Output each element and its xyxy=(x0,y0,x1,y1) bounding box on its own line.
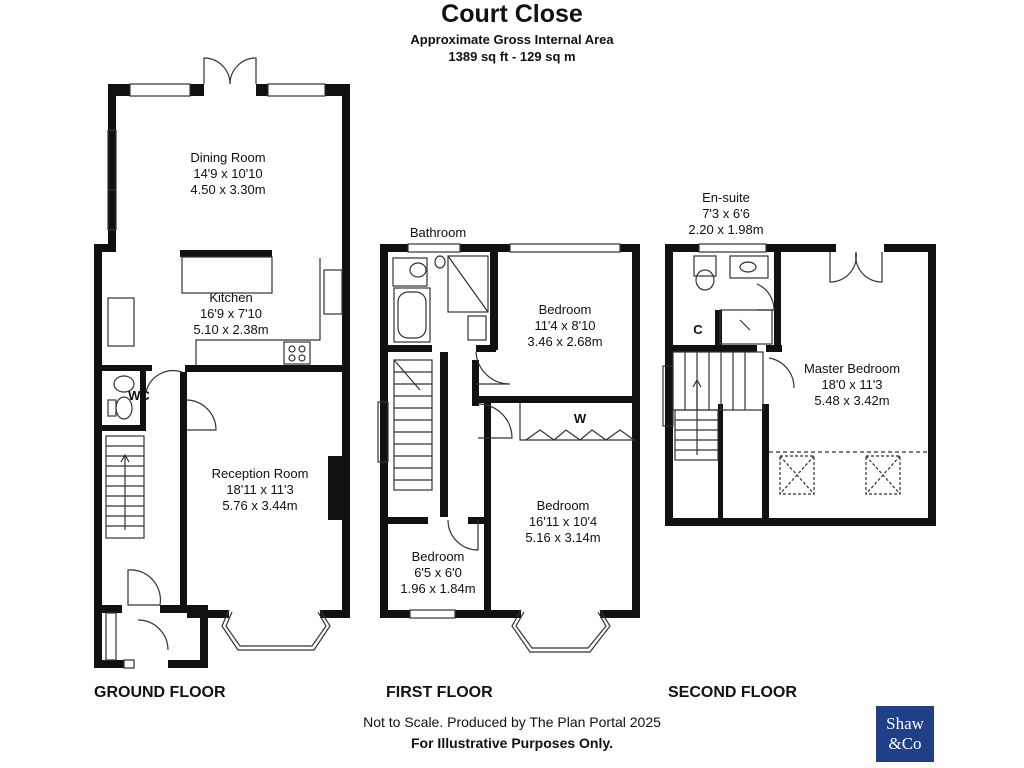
second-floor-plan xyxy=(665,244,936,526)
room-dining: Dining Room 14'9 x 10'10 4.50 x 3.30m xyxy=(168,150,288,198)
room-name: En-suite xyxy=(702,190,750,205)
room-name: Kitchen xyxy=(209,290,253,305)
footer-disclaimer: Not to Scale. Produced by The Plan Porta… xyxy=(363,714,661,730)
plan-title: Court Close xyxy=(441,0,583,28)
room-name: C xyxy=(693,322,703,337)
room-size-imperial: 16'11 x 10'4 xyxy=(528,514,598,529)
room-bedroom-1: Bedroom 11'4 x 8'10 3.46 x 2.68m xyxy=(510,302,620,350)
room-size-metric: 5.76 x 3.44m xyxy=(222,498,298,513)
room-name: Bedroom xyxy=(411,549,465,564)
floor-label-first: FIRST FLOOR xyxy=(386,684,493,701)
room-cupboard: C xyxy=(688,322,708,338)
room-size-metric: 5.48 x 3.42m xyxy=(814,393,890,408)
room-size-metric: 1.96 x 1.84m xyxy=(400,581,476,596)
ground-floor-plan xyxy=(94,84,350,668)
room-size-metric: 5.16 x 3.14m xyxy=(525,530,601,545)
room-size-imperial: 16'9 x 7'10 xyxy=(199,306,263,321)
room-wardrobe: W xyxy=(570,411,590,427)
room-bedroom-2: Bedroom 16'11 x 10'4 5.16 x 3.14m xyxy=(508,498,618,546)
room-name: WC xyxy=(128,388,150,403)
logo-line-2: &Co xyxy=(888,734,922,753)
room-name: Dining Room xyxy=(190,150,266,165)
room-name: Bedroom xyxy=(538,302,592,317)
room-name: Bedroom xyxy=(536,498,590,513)
room-size-imperial: 18'0 x 11'3 xyxy=(821,377,883,392)
footer-illustrative: For Illustrative Purposes Only. xyxy=(410,735,613,751)
room-wc: WC xyxy=(124,388,154,404)
room-size-metric: 5.10 x 2.38m xyxy=(193,322,269,337)
room-size-metric: 3.46 x 2.68m xyxy=(527,334,603,349)
room-size-metric: 4.50 x 3.30m xyxy=(190,182,266,197)
floor-label-ground: GROUND FLOOR xyxy=(94,684,226,701)
floor-label-second: SECOND FLOOR xyxy=(668,684,797,701)
room-size-imperial: 11'4 x 8'10 xyxy=(534,318,596,333)
room-master-bedroom: Master Bedroom 18'0 x 11'3 5.48 x 3.42m xyxy=(790,361,914,409)
area-label: Approximate Gross Internal Area xyxy=(410,32,614,47)
room-bedroom-3: Bedroom 6'5 x 6'0 1.96 x 1.84m xyxy=(392,549,484,597)
room-name: W xyxy=(573,411,587,426)
room-reception: Reception Room 18'11 x 11'3 5.76 x 3.44m xyxy=(200,466,320,514)
room-size-metric: 2.20 x 1.98m xyxy=(688,222,764,237)
room-name: Master Bedroom xyxy=(803,361,901,376)
first-floor-plan xyxy=(380,244,640,618)
shaw-co-logo: Shaw &Co xyxy=(876,706,934,762)
room-bathroom: Bathroom xyxy=(398,225,478,241)
room-size-imperial: 18'11 x 11'3 xyxy=(226,482,294,497)
room-ensuite: En-suite 7'3 x 6'6 2.20 x 1.98m xyxy=(676,190,776,238)
room-size-imperial: 7'3 x 6'6 xyxy=(702,206,750,221)
room-kitchen: Kitchen 16'9 x 7'10 5.10 x 2.38m xyxy=(176,290,286,338)
room-size-imperial: 6'5 x 6'0 xyxy=(414,565,462,580)
room-name: Bathroom xyxy=(409,225,467,240)
area-value: 1389 sq ft - 129 sq m xyxy=(448,49,576,64)
room-name: Reception Room xyxy=(211,466,309,481)
logo-line-1: Shaw xyxy=(886,714,924,733)
room-size-imperial: 14'9 x 10'10 xyxy=(193,166,263,181)
